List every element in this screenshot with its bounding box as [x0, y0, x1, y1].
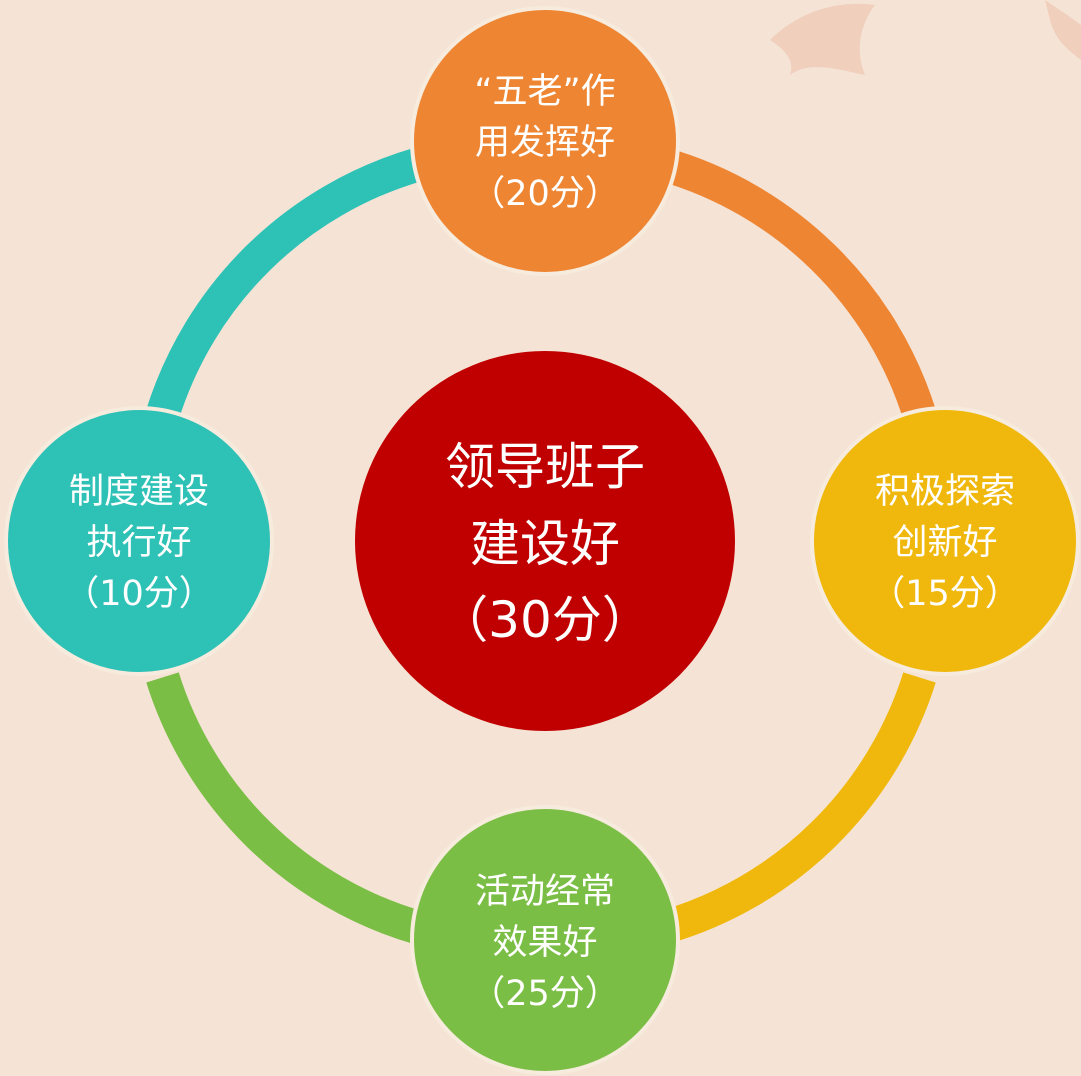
ring-arc-right-bottom: [659, 672, 936, 944]
node-top-line3: （20分）: [470, 174, 620, 214]
node-left-circle: [4, 406, 274, 676]
node-top-line2: 用发挥好: [475, 123, 615, 163]
node-right-line2: 创新好: [892, 523, 997, 563]
center-label-line1: 领导班子: [445, 438, 645, 496]
node-top-circle: [410, 6, 680, 276]
node-bottom-circle: [410, 805, 680, 1075]
ring-arc-left-top: [146, 148, 423, 420]
node-right-circle: [810, 406, 1080, 676]
node-right: 积极探索 创新好 （15分）: [810, 406, 1080, 676]
node-bottom-line2: 效果好: [492, 923, 597, 963]
node-left-line3: （10分）: [64, 574, 214, 614]
decorative-bird-illustration: [770, 0, 1081, 75]
ring-arc-bottom-left: [146, 672, 423, 944]
node-bottom: 活动经常 效果好 （25分）: [410, 805, 680, 1075]
center-node: 领导班子 建设好 （30分）: [355, 351, 735, 731]
center-circle: [355, 351, 735, 731]
node-bottom-line3: （25分）: [470, 974, 620, 1014]
center-label-line2: 建设好: [470, 515, 620, 573]
node-bottom-line1: 活动经常: [475, 872, 615, 912]
node-right-line3: （15分）: [870, 574, 1020, 614]
node-right-line1: 积极探索: [875, 472, 1015, 512]
center-label-line3: （30分）: [438, 591, 652, 649]
node-left-line2: 执行好: [86, 523, 191, 563]
ring-arc-top-right: [659, 148, 936, 420]
node-left: 制度建设 执行好 （10分）: [4, 406, 274, 676]
node-top-line1: “五老”作: [474, 72, 615, 112]
node-left-line1: 制度建设: [69, 472, 209, 512]
node-top: “五老”作 用发挥好 （20分）: [410, 6, 680, 276]
